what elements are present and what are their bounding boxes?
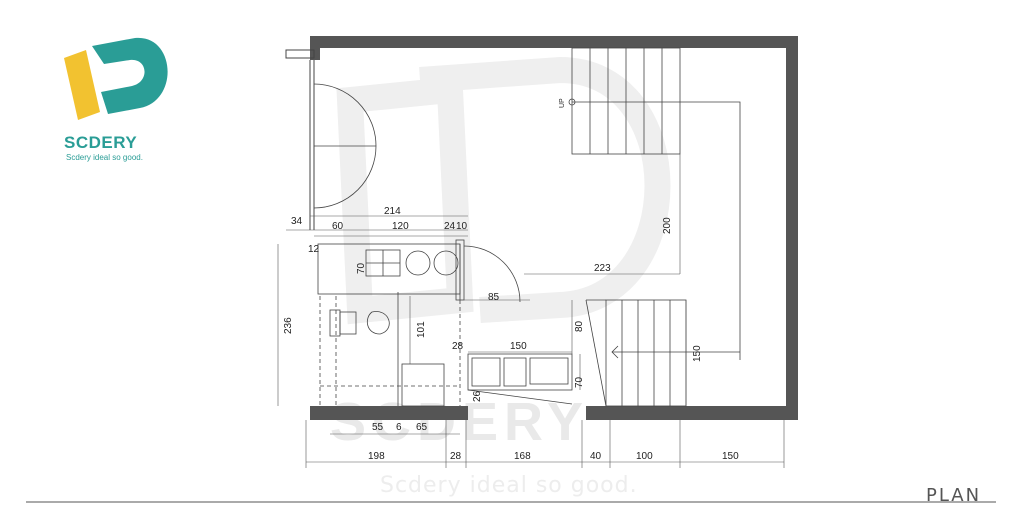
dim-26: 26 [472,390,483,402]
dim-28-counter: 28 [452,341,464,352]
kitchen-fixtures [319,292,461,407]
dim-65: 65 [416,422,428,433]
dim-214: 214 [384,206,401,217]
dim-12: 12 [308,244,320,255]
dim-100: 100 [636,451,653,462]
dim-40: 40 [590,451,602,462]
stair-upper [568,47,741,360]
dim-200-stair: 200 [662,217,673,234]
dim-6: 6 [396,422,402,433]
dim-70-counter: 70 [574,376,585,388]
dimension-lines [277,154,785,468]
dim-150-stair: 150 [692,345,703,362]
dim-10: 10 [456,221,468,232]
brand-name: SCDERY [64,133,137,152]
stair-up-label: UP [559,98,566,108]
dim-150-base: 150 [722,451,739,462]
watermark-text: SCDERY [330,392,589,452]
dim-24: 24 [444,221,456,232]
dim-236: 236 [283,317,294,334]
watermark-tagline: Scdery ideal so good. [380,473,638,498]
entry-door [313,83,377,209]
dim-223: 223 [594,263,611,274]
dim-120: 120 [392,221,409,232]
dim-70-cabinet: 70 [356,262,367,274]
walls [285,36,798,420]
dim-34: 34 [291,216,303,227]
dim-60: 60 [332,221,344,232]
drawing-title: PLAN [926,485,981,506]
dim-28-base: 28 [450,451,462,462]
dim-198: 198 [368,451,385,462]
kitchen-cabinet-row [317,239,521,303]
brand-logo-icon [64,37,168,120]
dim-150-counter: 150 [510,341,527,352]
dim-168: 168 [514,451,531,462]
brand-tagline: Scdery ideal so good. [66,153,143,162]
dim-85: 85 [488,292,500,303]
dim-55: 55 [372,422,384,433]
dim-80: 80 [574,320,585,332]
stair-lower [585,299,740,407]
kitchen-counter [467,353,573,405]
dim-101: 101 [416,321,427,338]
